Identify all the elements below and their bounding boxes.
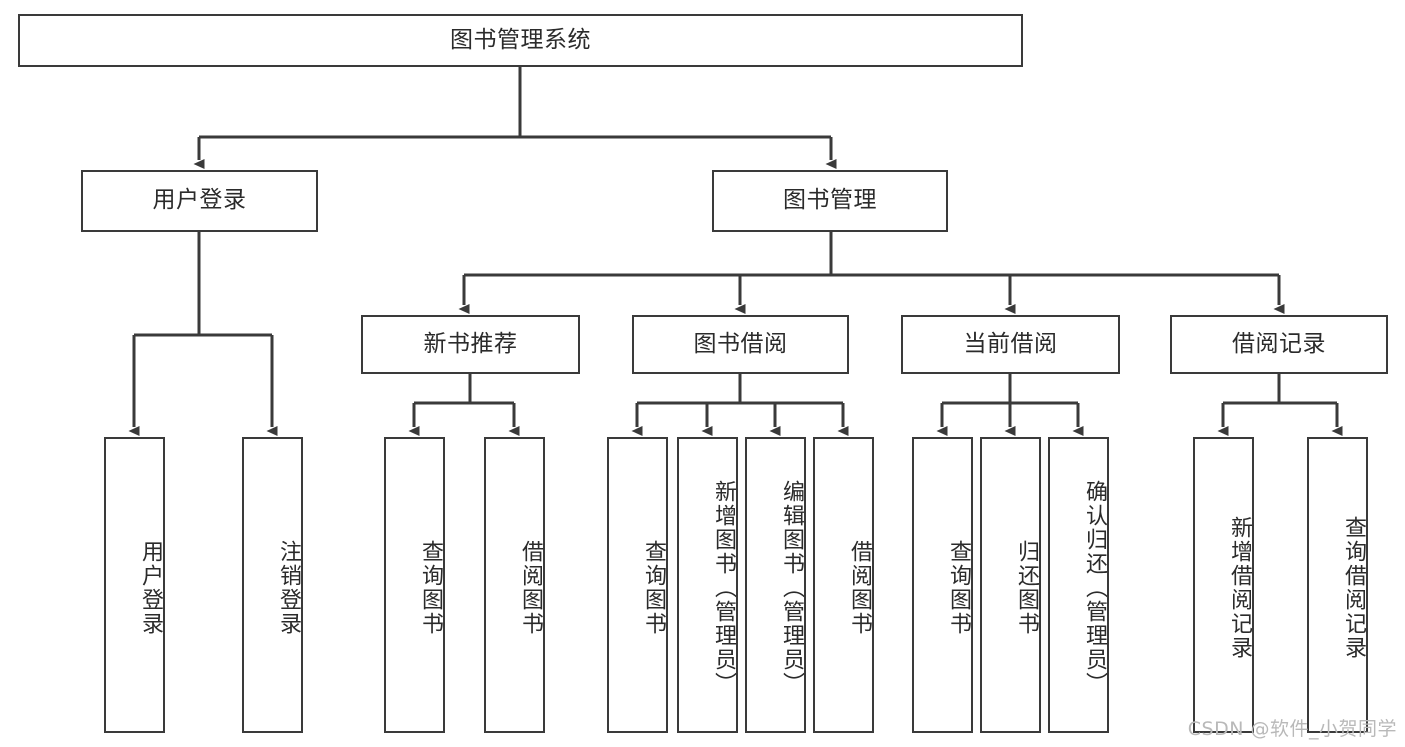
- node-leaf-query-record-label: 查询借阅记录: [1341, 516, 1366, 660]
- node-leaf-borrow-book-1-label: 借阅图书: [518, 540, 543, 636]
- node-leaf-borrow-book-1[interactable]: 借阅图书: [484, 437, 545, 733]
- node-current-borrow[interactable]: 当前借阅: [901, 315, 1120, 374]
- node-book-borrow[interactable]: 图书借阅: [632, 315, 849, 374]
- node-leaf-query-book-1[interactable]: 查询图书: [384, 437, 445, 733]
- node-leaf-confirm-return[interactable]: 确认归还（管理员）: [1048, 437, 1109, 733]
- node-leaf-return-book-label: 归还图书: [1014, 540, 1039, 636]
- node-root[interactable]: 图书管理系统: [18, 14, 1023, 67]
- node-leaf-return-book[interactable]: 归还图书: [980, 437, 1041, 733]
- node-leaf-logout-login-label: 注销登录: [276, 540, 301, 636]
- node-leaf-add-record[interactable]: 新增借阅记录: [1193, 437, 1254, 733]
- node-book-management-label: 图书管理: [783, 187, 877, 214]
- node-leaf-query-book-3-label: 查询图书: [946, 540, 971, 636]
- node-new-book-recommend[interactable]: 新书推荐: [361, 315, 580, 374]
- csdn-watermark: CSDN @软件_小贺同学: [1187, 718, 1397, 740]
- node-leaf-user-login-label: 用户登录: [138, 540, 163, 636]
- node-book-management[interactable]: 图书管理: [712, 170, 948, 232]
- node-leaf-user-login[interactable]: 用户登录: [104, 437, 165, 733]
- node-current-borrow-label: 当前借阅: [963, 330, 1058, 357]
- node-user-login-label: 用户登录: [152, 187, 247, 214]
- node-leaf-edit-book-label: 编辑图书（管理员）: [779, 480, 804, 696]
- node-leaf-add-book[interactable]: 新增图书（管理员）: [677, 437, 738, 733]
- node-leaf-borrow-book-2-label: 借阅图书: [847, 540, 872, 636]
- node-borrow-record[interactable]: 借阅记录: [1170, 315, 1388, 374]
- node-leaf-borrow-book-2[interactable]: 借阅图书: [813, 437, 874, 733]
- node-leaf-edit-book[interactable]: 编辑图书（管理员）: [745, 437, 806, 733]
- node-leaf-logout-login[interactable]: 注销登录: [242, 437, 303, 733]
- node-borrow-record-label: 借阅记录: [1232, 330, 1326, 357]
- node-leaf-query-book-1-label: 查询图书: [418, 540, 443, 636]
- node-leaf-add-record-label: 新增借阅记录: [1227, 516, 1252, 660]
- node-user-login[interactable]: 用户登录: [81, 170, 318, 232]
- node-book-borrow-label: 图书借阅: [693, 330, 788, 357]
- node-leaf-query-book-2[interactable]: 查询图书: [607, 437, 668, 733]
- node-new-book-recommend-label: 新书推荐: [423, 330, 518, 357]
- node-leaf-add-book-label: 新增图书（管理员）: [711, 480, 736, 696]
- node-leaf-query-book-3[interactable]: 查询图书: [912, 437, 973, 733]
- node-leaf-query-record[interactable]: 查询借阅记录: [1307, 437, 1368, 733]
- node-leaf-query-book-2-label: 查询图书: [641, 540, 666, 636]
- node-root-label: 图书管理系统: [450, 26, 591, 53]
- node-leaf-confirm-return-label: 确认归还（管理员）: [1082, 480, 1107, 696]
